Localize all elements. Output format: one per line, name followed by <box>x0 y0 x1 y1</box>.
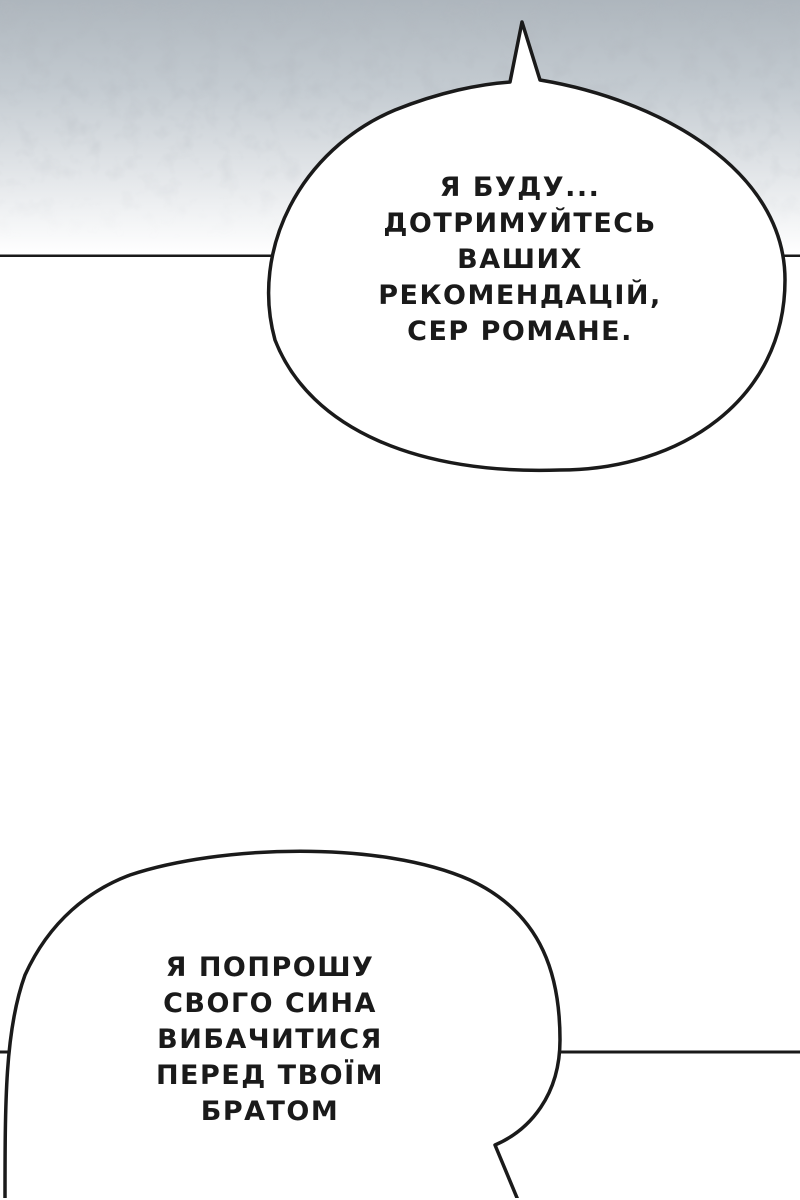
speech-bubble-2 <box>3 849 562 1200</box>
bubble-1-line: СЕР РОМАНЕ. <box>407 316 633 347</box>
bubble-1-line: ДОТРИМУЙТЕСЬ <box>383 208 657 239</box>
bubble-1-line: Я БУДУ... <box>439 172 601 203</box>
bubble-1-line: РЕКОМЕНДАЦІЙ, <box>378 280 662 311</box>
speech-bubble-1 <box>266 20 787 473</box>
bubble-2-line: СВОГО СИНА <box>163 988 377 1019</box>
bubble-2-line: БРАТОМ <box>200 1096 340 1127</box>
bubble-1-line: ВАШИХ <box>457 244 583 275</box>
bubble-2-line: Я ПОПРОШУ <box>165 952 375 983</box>
speech-bubble-2-text: Я ПОПРОШУ СВОГО СИНА ВИБАЧИТИСЯ ПЕРЕД ТВ… <box>70 950 470 1130</box>
bubble-2-line: ПЕРЕД ТВОЇМ <box>155 1060 385 1091</box>
speech-bubble-1-text: Я БУДУ... ДОТРИМУЙТЕСЬ ВАШИХ РЕКОМЕНДАЦІ… <box>320 170 720 350</box>
bubble-2-line: ВИБАЧИТИСЯ <box>157 1024 383 1055</box>
